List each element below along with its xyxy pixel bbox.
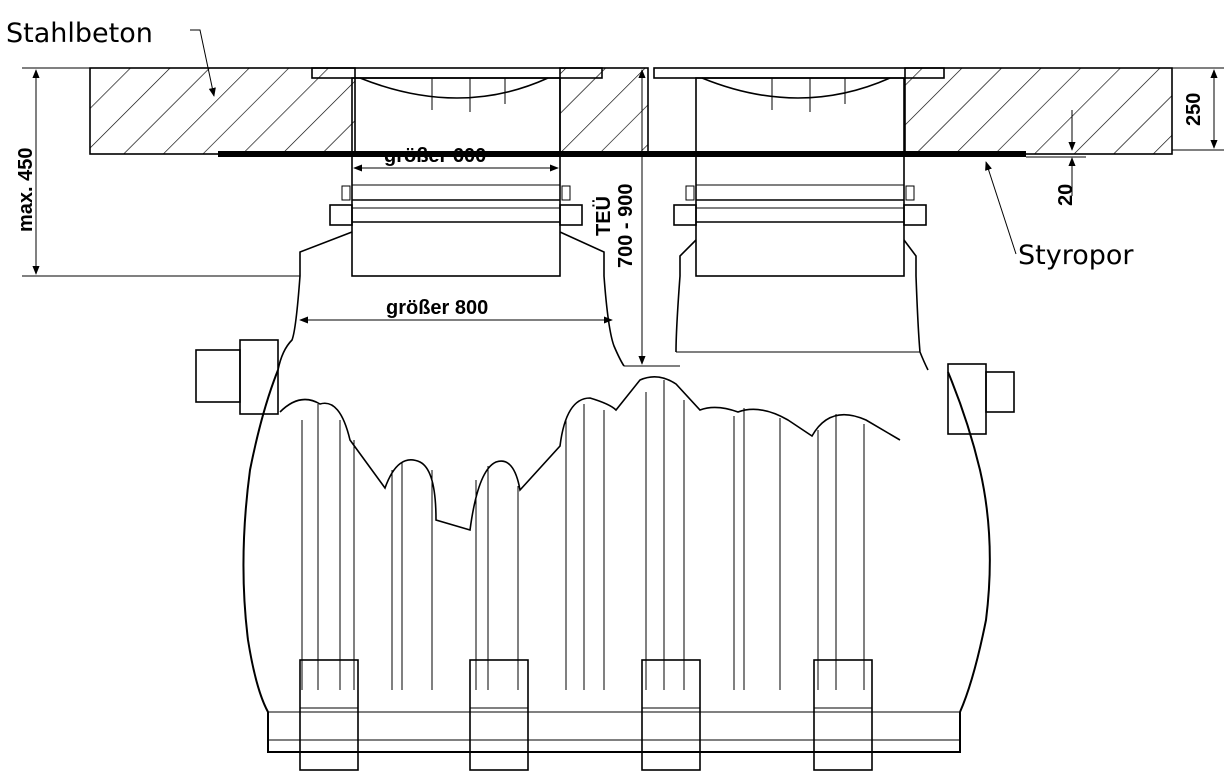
dimension-lines (22, 29, 1224, 365)
label-styropor: Styropor (1018, 240, 1134, 271)
label-groesser-600: größer 600 (384, 145, 486, 167)
tank-body (195, 231, 1015, 753)
concrete-slab (89, 67, 1173, 155)
label-teu-range: 700 - 900 (615, 183, 637, 268)
label-stahlbeton: Stahlbeton (6, 18, 153, 49)
right-manhole (653, 67, 945, 277)
label-groesser-800: größer 800 (386, 297, 488, 319)
label-dim-20: 20 (1055, 184, 1077, 206)
tank-ribs (299, 380, 873, 771)
styropor-layer (218, 151, 1026, 157)
label-teu: TEÜ (592, 196, 615, 236)
left-manhole (311, 67, 603, 277)
label-dim-250: 250 (1183, 93, 1205, 126)
label-max-450: max. 450 (15, 147, 37, 232)
